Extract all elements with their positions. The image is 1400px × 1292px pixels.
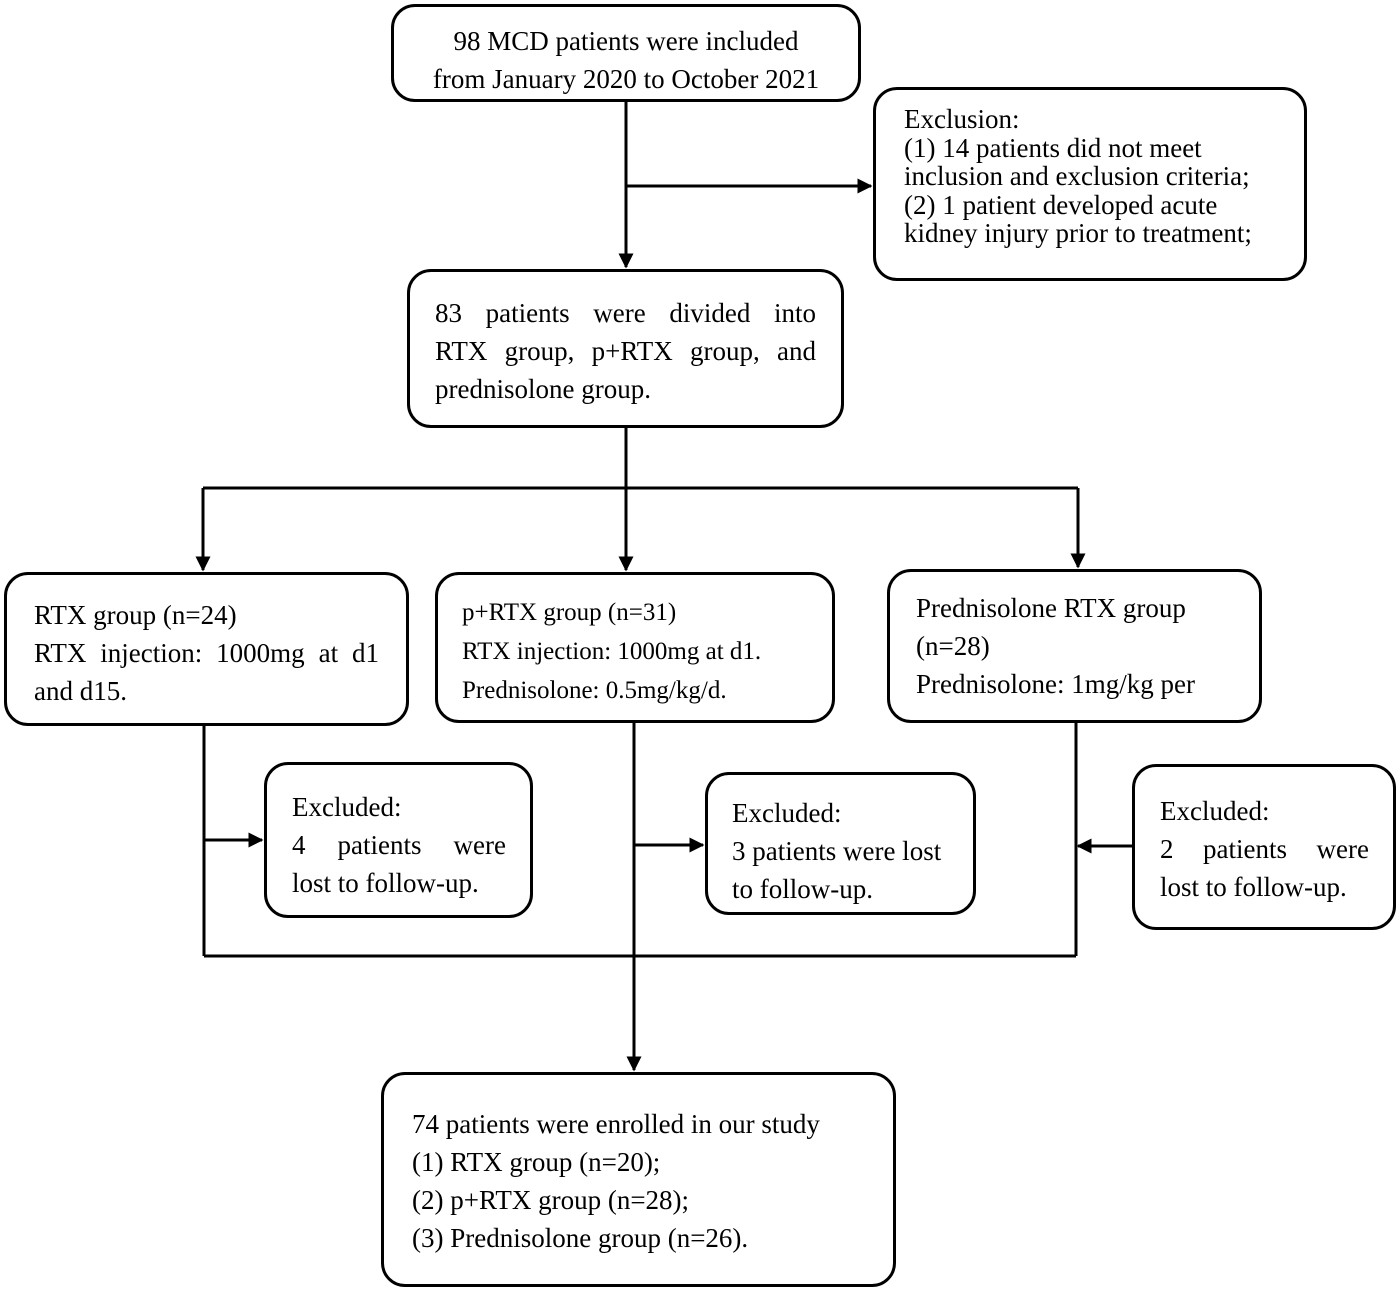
box-text-line: lost to follow-up. — [292, 868, 479, 898]
box-text-line: from January 2020 to October 2021 — [432, 64, 820, 94]
box-text-line: Excluded: — [1160, 796, 1270, 826]
box-prtx-group: p+RTX group (n=31) RTX injection: 1000mg… — [435, 572, 835, 723]
box-text-line: Excluded: — [292, 792, 402, 822]
box-text-line: RTX group, p+RTX group, and — [435, 336, 816, 366]
box-text-line: (2) 1 patient developed acute — [904, 189, 1218, 220]
box-text-line: to follow-up. — [732, 874, 873, 904]
box-included-patients: 98 MCD patients were included from Janua… — [391, 4, 861, 102]
box-text-line: 2 patients were — [1160, 834, 1369, 864]
box-text-line: RTX injection: 1000mg at d1. — [462, 638, 762, 665]
box-rtx-group: RTX group (n=24) RTX injection: 1000mg a… — [4, 572, 409, 726]
box-text-line: RTX injection: 1000mg at d1 — [34, 638, 379, 668]
box-text-line: (3) Prednisolone group (n=26). — [412, 1223, 749, 1253]
box-text-line: 3 patients were lost — [732, 836, 942, 866]
box-text-line: Exclusion: — [904, 104, 1020, 134]
box-text-line: 4 patients were — [292, 830, 506, 860]
box-text-line: (1) RTX group (n=20); — [412, 1147, 661, 1177]
box-text-line: 98 MCD patients were included — [453, 26, 799, 56]
box-text-line: 83 patients were divided into — [435, 298, 816, 328]
box-text-line: Prednisolone: 0.5mg/kg/d. — [462, 677, 727, 704]
box-text-line: 74 patients were enrolled in our study — [412, 1109, 820, 1139]
box-text-line: (1) 14 patients did not meet — [904, 132, 1202, 163]
box-text-line: (n=28) — [916, 631, 990, 661]
box-text-line: RTX group (n=24) — [34, 600, 237, 630]
box-text-line: and d15. — [34, 676, 127, 706]
box-prednisolone-group: Prednisolone RTX group (n=28) Prednisolo… — [887, 569, 1262, 723]
box-excluded-rtx: Excluded: 4 patients were lost to follow… — [264, 762, 533, 918]
box-text-line: Excluded: — [732, 798, 842, 828]
box-text-line: p+RTX group (n=31) — [462, 599, 677, 626]
box-initial-exclusion: Exclusion: (1) 14 patients did not meet … — [873, 87, 1307, 281]
box-text-line: inclusion and exclusion criteria; — [904, 161, 1250, 191]
box-text-line: lost to follow-up. — [1160, 872, 1347, 902]
box-excluded-prednisolone: Excluded: 2 patients were lost to follow… — [1132, 764, 1396, 930]
box-text-line: Prednisolone: 1mg/kg per — [916, 669, 1195, 699]
box-excluded-prtx: Excluded: 3 patients were lost to follow… — [705, 772, 976, 915]
box-group-division: 83 patients were divided into RTX group,… — [407, 269, 844, 428]
box-enrolled-patients: 74 patients were enrolled in our study (… — [381, 1072, 896, 1287]
box-text-line: kidney injury prior to treatment; — [904, 218, 1252, 248]
box-text-line: (2) p+RTX group (n=28); — [412, 1185, 690, 1215]
box-text-line: prednisolone group. — [435, 374, 651, 404]
box-text-line: Prednisolone RTX group — [916, 593, 1186, 623]
